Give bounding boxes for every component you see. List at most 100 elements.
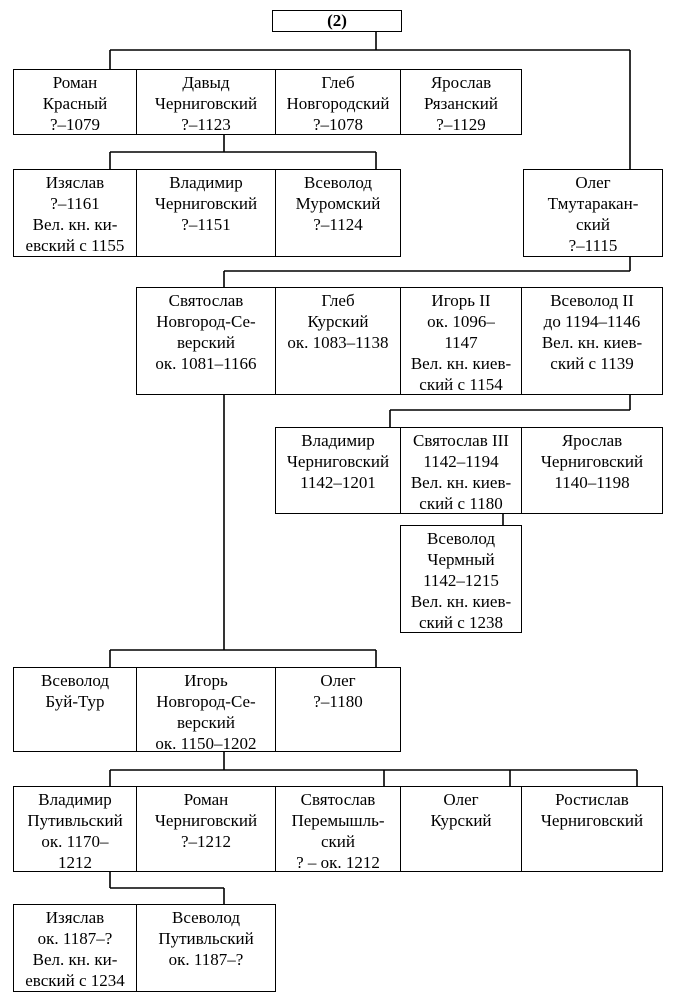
- person-text-line: ?–1180: [313, 692, 363, 711]
- person-text-line: Вел. кн. киев-: [410, 592, 512, 611]
- person-text-line: Всеволод: [41, 671, 109, 690]
- person-text-line: Изяслав: [45, 173, 105, 192]
- person-text-line: Вел. кн. киев-: [541, 333, 643, 352]
- person-text-line: Всеволод II: [550, 291, 634, 310]
- person-text-line: Черниговский: [154, 194, 258, 213]
- person-text-line: Владимир: [301, 431, 375, 450]
- root-box: (2): [272, 10, 402, 32]
- person-text-line: Рязанский: [424, 94, 498, 113]
- person-text-line: Святослав III: [413, 431, 509, 450]
- person-text-line: ? – ок. 1212: [296, 853, 380, 872]
- person-text-line: Глеб: [321, 73, 355, 92]
- person-text-line: Игорь II: [431, 291, 491, 310]
- person-text-line: Курский: [307, 312, 369, 331]
- person-text-line: 1142–1194: [423, 452, 499, 471]
- person-text-line: верский: [177, 713, 235, 732]
- person-text-line: Изяслав: [45, 908, 105, 927]
- person-text-line: ?–1161: [50, 194, 100, 213]
- person-text-line: Вел. кн. киев-: [410, 473, 512, 492]
- person-text-line: 1147: [444, 333, 478, 352]
- person-text-line: Всеволод: [304, 173, 372, 192]
- person-text-line: ок. 1187–?: [37, 929, 113, 948]
- person-text-line: Вел. кн. ки-: [32, 215, 118, 234]
- person-text-line: Черниговский: [154, 811, 258, 830]
- person-text-line: Олег: [443, 790, 479, 809]
- person-text-line: Давыд: [182, 73, 230, 92]
- person-text-line: Черниговский: [154, 94, 258, 113]
- person-text-line: 1142–1215: [423, 571, 499, 590]
- person-text-line: ?–1212: [180, 832, 232, 851]
- person-text-line: ский с 1180: [419, 494, 503, 513]
- person-text-line: ок. 1081–1166: [155, 354, 257, 373]
- person-text-line: Ярослав: [430, 73, 492, 92]
- person-text-line: ?–1079: [49, 115, 101, 134]
- person-text-line: ок. 1170–: [41, 832, 109, 851]
- person-text-line: Ярослав: [561, 431, 623, 450]
- person-text-line: Святослав: [300, 790, 376, 809]
- person-text-line: Курский: [430, 811, 492, 830]
- person-text-line: ?–1129: [436, 115, 486, 134]
- person-text-line: Олег: [320, 671, 356, 690]
- person-text-line: Черниговский: [286, 452, 390, 471]
- person-text-line: Черниговский: [540, 811, 644, 830]
- person-text-line: ок. 1187–?: [168, 950, 244, 969]
- person-text-line: 1142–1201: [300, 473, 376, 492]
- person-text-line: Игорь: [184, 671, 228, 690]
- person-text-line: Тмутаракан-: [547, 194, 639, 213]
- person-text-line: Новгородский: [286, 94, 390, 113]
- person-text-line: евский с 1155: [25, 236, 125, 255]
- person-text-line: 1212: [58, 853, 92, 872]
- person-text-line: ский с 1238: [418, 613, 504, 632]
- person-text-line: Красный: [42, 94, 108, 113]
- person-text-line: ок. 1150–1202: [155, 734, 257, 753]
- person-text-line: Новгород-Се-: [156, 312, 256, 331]
- person-text-line: Путивльский: [158, 929, 254, 948]
- person-text-line: ский: [321, 832, 355, 851]
- person-text-line: Владимир: [38, 790, 112, 809]
- person-text-line: Ростислав: [555, 790, 629, 809]
- person-text-line: 1140–1198: [554, 473, 630, 492]
- person-text-line: ский с 1139: [550, 354, 634, 373]
- person-izyaslav-1187: Изяслав ок. 1187–? Вел. кн. ки-евский с 12…: [13, 904, 137, 992]
- person-text-line: Вел. кн. киев-: [410, 354, 512, 373]
- person-text-line: Роман: [183, 790, 229, 809]
- person-text-line: Буй-Тур: [45, 692, 105, 711]
- person-text-line: ский: [576, 215, 610, 234]
- person-text-line: ?–1124: [313, 215, 363, 234]
- person-text-line: Всеволод: [427, 529, 495, 548]
- person-text-line: до 1194–1146: [543, 312, 641, 331]
- person-text-line: Вел. кн. ки-: [32, 950, 118, 969]
- person-text-line: верский: [177, 333, 235, 352]
- person-text-line: Святослав: [168, 291, 244, 310]
- person-text-line: Роман: [52, 73, 98, 92]
- person-oleg-1180: Олег ?–1180: [275, 667, 401, 752]
- person-text-line: Владимир: [169, 173, 243, 192]
- person-text-line: Муромский: [295, 194, 381, 213]
- person-text-line: ?–1123: [181, 115, 231, 134]
- person-text-line: евский с 1234: [25, 971, 125, 990]
- person-text-line: Глеб: [321, 291, 355, 310]
